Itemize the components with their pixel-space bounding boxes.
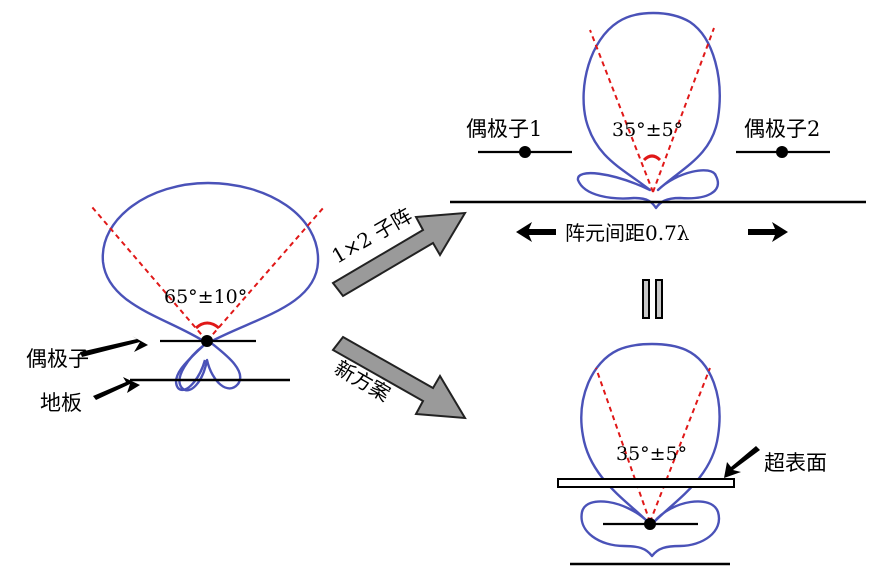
- equivalence-sign: [642, 279, 663, 319]
- left-ground-label: 地板: [40, 391, 82, 415]
- left-dipole-label: 偶极子: [26, 347, 89, 371]
- top-right-beam-line-left: [589, 29, 654, 193]
- dipole-1-label: 偶极子1: [466, 117, 542, 141]
- metasurface: [557, 478, 735, 488]
- left-panel: 65°±10° 偶极子 地板: [26, 181, 325, 415]
- left-feed-point: [201, 335, 213, 347]
- top-right-beam-line-right: [652, 27, 715, 193]
- bottom-right-beam-line-right: [649, 367, 711, 523]
- left-angle-label: 65°±10°: [164, 286, 247, 308]
- dipole-1-feed-point: [519, 146, 531, 158]
- left-dipole-pointer-arrow: [80, 336, 148, 357]
- dipole-2-feed-point: [776, 146, 788, 158]
- down-right-block-arrow: [331, 335, 467, 420]
- up-right-block-arrow: [331, 211, 467, 298]
- bottom-right-panel: 35°±5° 超表面: [557, 342, 827, 566]
- dipole-2-label: 偶极子2: [744, 117, 820, 141]
- top-right-angle-label: 35°±5°: [612, 119, 683, 141]
- top-right-beam-angle-arc: [642, 154, 662, 162]
- left-ground-pointer-arrow: [93, 377, 140, 400]
- transition-arrows: 1×2 子阵 新方案: [328, 203, 467, 420]
- left-back-lobe: [174, 345, 207, 392]
- equals-bar-left: [642, 279, 650, 319]
- bottom-right-angle-label: 35°±5°: [616, 443, 687, 465]
- metasurface-pointer-arrow: [724, 446, 760, 478]
- left-beam-line-right: [206, 206, 325, 342]
- top-right-panel: 偶极子1 偶极子2 35°±5° 阵元间距0.7λ: [450, 11, 866, 245]
- metasurface-label: 超表面: [764, 451, 827, 475]
- spacing-label: 阵元间距0.7λ: [565, 221, 690, 245]
- left-beam-line-left: [91, 206, 208, 342]
- spacing-left-arrow: [516, 222, 556, 242]
- top-right-radiation-pattern: [576, 11, 721, 210]
- spacing-right-arrow: [748, 222, 788, 242]
- equals-bar-right: [655, 279, 663, 319]
- bottom-right-feed-point: [644, 518, 656, 530]
- left-beam-angle-arc: [194, 321, 220, 330]
- bottom-right-beam-line-left: [595, 367, 651, 523]
